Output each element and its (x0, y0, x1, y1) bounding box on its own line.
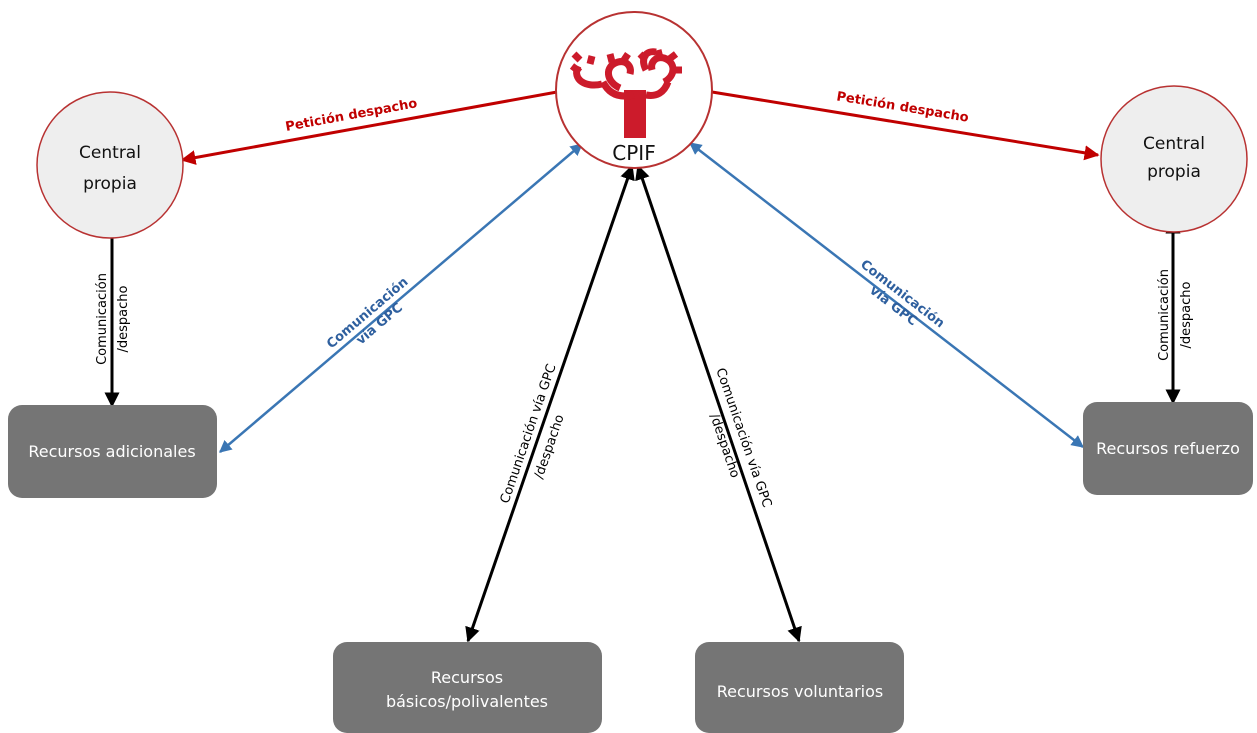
recursos-basicos-box: Recursos básicos/polivalentes (333, 642, 602, 733)
peticion-despacho-label-right: Petición despacho (835, 89, 969, 125)
recursos-refuerzo-label: Recursos refuerzo (1096, 439, 1240, 458)
peticion-despacho-arrow-left (180, 90, 558, 165)
despacho-label-right: Comunicación /despacho (1157, 269, 1194, 361)
despacho-label-left-line1: Comunicación (95, 273, 110, 365)
voluntarios-arrow (635, 164, 802, 643)
despacho-label-left: Comunicación /despacho (95, 273, 131, 365)
gpc-label-right: Comunicación vía GPC (857, 257, 947, 331)
recursos-basicos-line2: básicos/polivalentes (386, 692, 548, 711)
central-propia-right-line1: Central (1143, 134, 1205, 154)
central-propia-left-line2: propia (83, 174, 137, 194)
recursos-refuerzo-box: Recursos refuerzo (1083, 402, 1253, 495)
gpc-label-left: Comunicación vía GPC (324, 275, 411, 352)
recursos-voluntarios-label: Recursos voluntarios (717, 682, 884, 701)
despacho-label-right-line2: /despacho (1179, 281, 1194, 348)
cpif-node: CPIF (555, 11, 713, 169)
recursos-adicionales-label: Recursos adicionales (28, 442, 195, 461)
central-propia-left-circle (36, 91, 184, 239)
central-propia-right-node: Central propia (1100, 85, 1248, 233)
despacho-label-right-line1: Comunicación (1157, 269, 1172, 361)
recursos-basicos-line1: Recursos (431, 668, 503, 687)
central-propia-left-line1: Central (79, 143, 141, 163)
central-propia-right-circle (1100, 85, 1248, 233)
cpif-label: CPIF (612, 141, 655, 165)
recursos-adicionales-box: Recursos adicionales (8, 405, 217, 498)
recursos-voluntarios-box: Recursos voluntarios (695, 642, 904, 733)
central-propia-right-line2: propia (1147, 162, 1201, 182)
gpc-arrow-left (219, 143, 583, 453)
cpif-tree-logo-icon (569, 48, 682, 138)
voluntarios-edge-label: Comunicación vía GPC /despacho (706, 366, 774, 509)
despacho-label-left-line2: /despacho (116, 285, 131, 352)
basicos-arrow (465, 164, 635, 643)
central-propia-left-node: Central propia (36, 91, 184, 239)
